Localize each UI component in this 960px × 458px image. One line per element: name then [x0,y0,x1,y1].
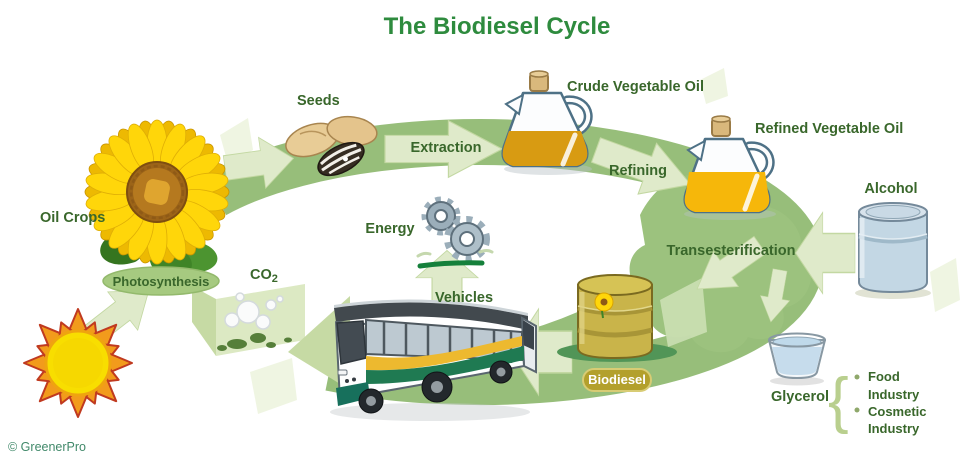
background-watermark-arrows [220,68,960,414]
bus-wheels [358,360,513,414]
biodiesel-drum-icon [557,274,677,362]
label-co2-sub: 2 [272,273,278,285]
copyright-text: © GreenerPro [8,440,86,454]
photosynthesis-badge: Photosynthesis [102,266,220,296]
label-crude-vegetable-oil: Crude Vegetable Oil [567,79,704,95]
label-photosynthesis: Photosynthesis [113,274,210,289]
label-cosmetic-industry: Industry [868,421,920,436]
label-transesterification: Transesterification [667,243,796,259]
page-title: The Biodiesel Cycle [384,13,611,40]
label-vehicles: Vehicles [435,290,493,306]
gears-icon [416,196,494,269]
refined-oil-jug-icon [683,115,776,220]
sun-icon [23,308,133,418]
label-alcohol: Alcohol [864,181,917,197]
glycerol-output-list: Food Industry Cosmetic Industry [868,369,927,436]
sunflower-icon [83,118,231,279]
glycerol-brace: { [828,366,849,435]
label-cosmetic: Cosmetic [868,404,927,419]
label-energy: Energy [365,221,414,237]
glycerol-bowl-icon [768,332,826,386]
crude-oil-jug-icon [501,70,593,175]
label-oil-crops: Oil Crops [40,210,105,226]
label-biodiesel: Biodiesel [588,372,646,387]
glycerol-output-bullets [854,374,860,413]
label-food-industry: Industry [868,387,920,402]
co2-splotches [217,333,292,351]
alcohol-drum-icon [855,202,931,299]
label-food: Food [868,369,900,384]
seeds-icon [285,115,378,177]
energy-underline [417,260,485,269]
label-glycerol: Glycerol [771,389,829,405]
label-refined-vegetable-oil: Refined Vegetable Oil [755,121,903,137]
co2-bubbles-icon [217,292,292,351]
gear-small [421,196,461,236]
bus-icon [330,299,537,421]
label-extraction: Extraction [411,140,482,156]
bullet-food-industry [854,374,860,380]
drum-sunflower-decal [594,292,614,319]
label-co2-base: CO [250,267,272,283]
label-refining: Refining [609,163,667,179]
gear-large [444,216,490,262]
biodiesel-badge: Biodiesel [582,368,652,392]
bullet-cosmetic-industry [854,407,860,413]
label-co2: CO2 [250,267,278,285]
label-seeds: Seeds [297,93,340,109]
